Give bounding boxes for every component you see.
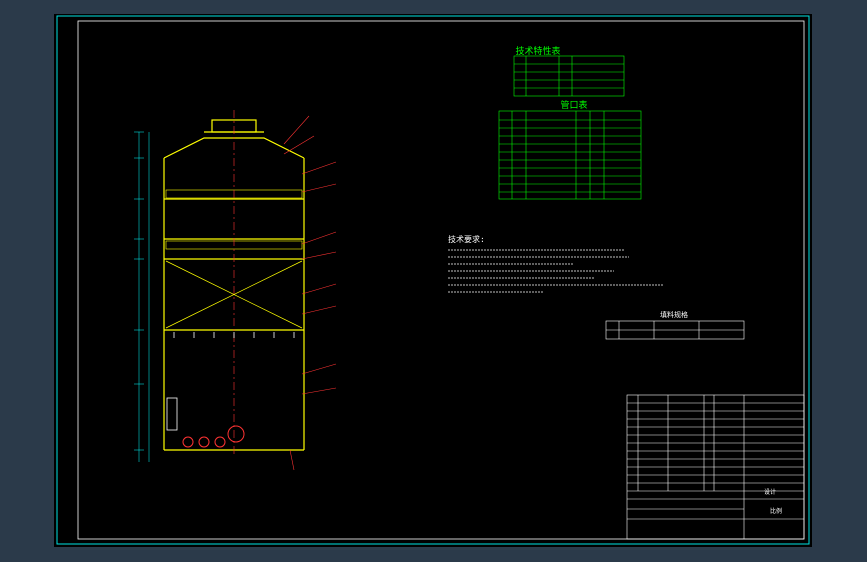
bottom-nozzles <box>182 425 245 448</box>
cad-drawing: 技术特性表 管口表 技术要求: 填料规格 <box>56 15 810 545</box>
small-table-title: 填料规格 <box>660 310 688 319</box>
dimension-chain <box>134 131 150 462</box>
inner-border <box>77 20 805 540</box>
table1-title: 技术特性表 <box>515 45 560 57</box>
notes-title: 技术要求: <box>448 234 485 244</box>
table2 <box>498 110 642 200</box>
drawing-sheet: 技术特性表 管口表 技术要求: 填料规格 <box>54 14 812 547</box>
side-manhole <box>166 397 178 431</box>
table1 <box>513 55 625 97</box>
spray-nozzles <box>173 332 295 338</box>
title-block-label2: 比例 <box>770 507 782 515</box>
notes-lines <box>448 249 664 293</box>
outer-border <box>56 15 810 545</box>
leader-lines <box>283 115 337 471</box>
title-block-label1: 设计 <box>764 488 776 496</box>
small-table <box>605 320 745 340</box>
title-block <box>626 394 805 540</box>
table2-title: 管口表 <box>560 99 587 111</box>
